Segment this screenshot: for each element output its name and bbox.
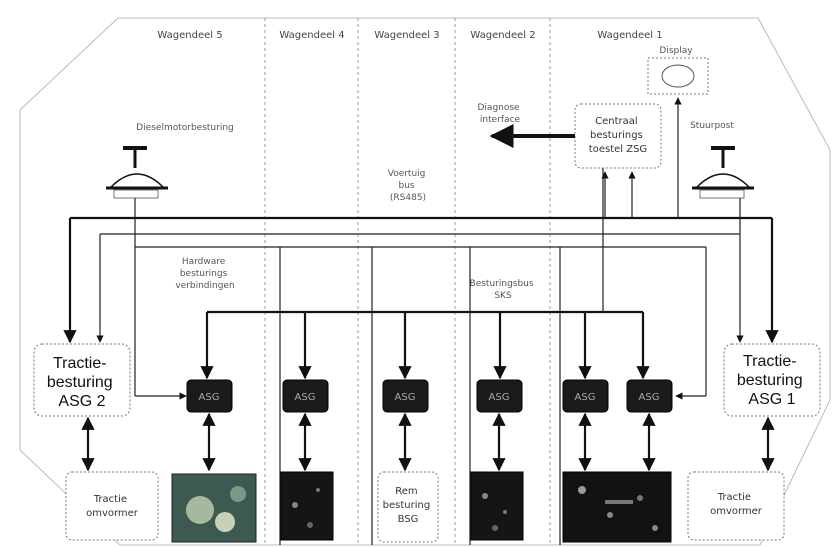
car-label-4: Wagendeel 4: [279, 30, 344, 41]
diagnose-interface-label: Diagnose interface: [478, 103, 523, 125]
pantograph-right-label: Stuurpost: [690, 121, 734, 131]
pantograph-left-icon: [106, 148, 168, 198]
car-label-1: Wagendeel 1: [597, 30, 662, 41]
asg-unit: ASG: [283, 380, 328, 412]
equipment-photo: [471, 472, 523, 540]
asg-unit: ASG: [563, 380, 608, 412]
svg-text:ASG: ASG: [639, 392, 660, 403]
asg-unit: ASG: [477, 380, 522, 412]
converter-left-box: [66, 472, 158, 540]
vehicle-bus-label: Voertuig bus (RS485): [388, 169, 429, 203]
car-label-2: Wagendeel 2: [470, 30, 535, 41]
hardware-connections-label: Hardware besturings verbindingen: [175, 257, 234, 291]
equipment-photo: [281, 472, 333, 540]
control-bus-label: Besturingsbus SKS: [470, 279, 537, 301]
car-label-3: Wagendeel 3: [374, 30, 439, 41]
equipment-photo: [563, 472, 671, 542]
svg-text:ASG: ASG: [395, 392, 416, 403]
asg-unit: ASG: [383, 380, 428, 412]
equipment-photo: [172, 474, 256, 542]
display-screen: [648, 58, 708, 94]
pantograph-left-label: Dieselmotorbesturing: [136, 123, 234, 133]
train-outline: [20, 18, 830, 545]
central-unit-label: Centraal besturings toestel ZSG: [589, 116, 647, 155]
display-label: Display: [659, 46, 693, 56]
car-label-5: Wagendeel 5: [157, 30, 222, 41]
svg-text:ASG: ASG: [489, 392, 510, 403]
asg-unit: ASG: [187, 380, 232, 412]
svg-text:ASG: ASG: [295, 392, 316, 403]
svg-text:ASG: ASG: [199, 392, 220, 403]
asg-unit: ASG: [627, 380, 672, 412]
pantograph-right-icon: [692, 148, 754, 198]
svg-text:ASG: ASG: [575, 392, 596, 403]
